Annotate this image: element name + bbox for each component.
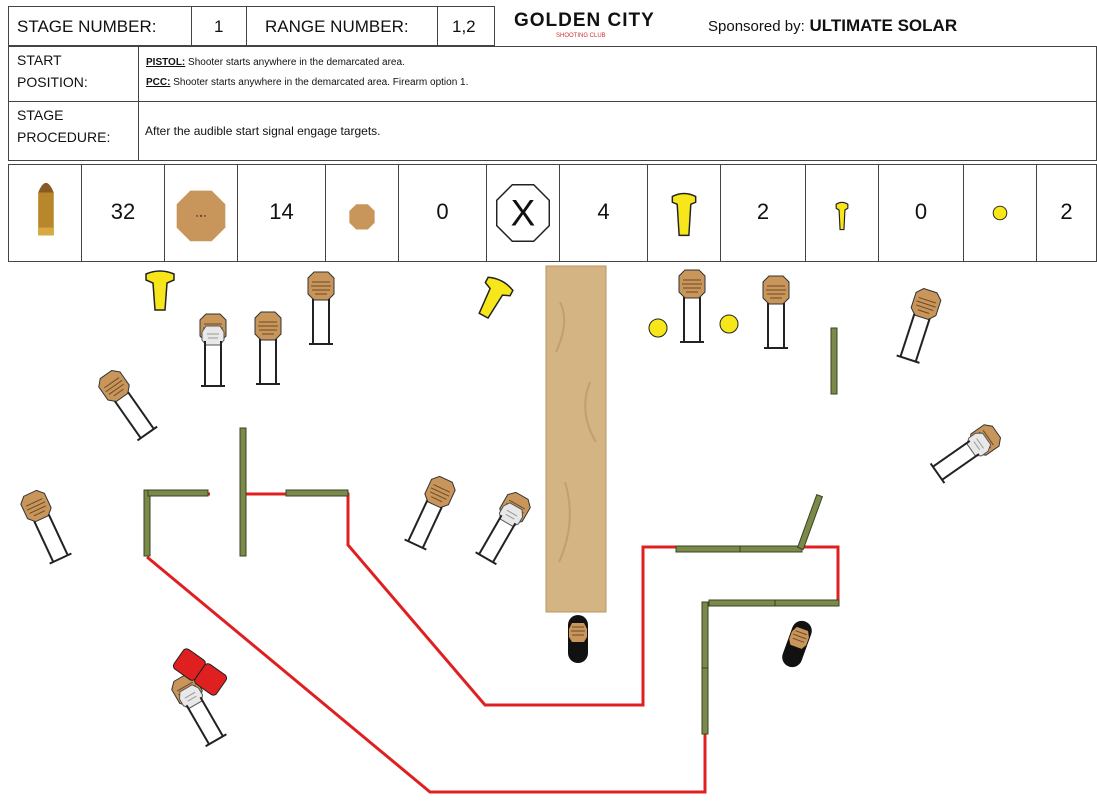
count-minipopper: 0 [914,199,928,224]
count-icon-ipsc [164,164,238,262]
start-position-label-cell: START POSITION: [8,46,139,102]
count-cell-noshoot: 4 [559,164,648,262]
paper-target [94,366,159,442]
logo-subtitle: SHOOTING CLUB [556,33,606,39]
count-noshoot: 4 [597,199,610,224]
count-cell-plate: 2 [1036,164,1097,262]
stage-procedure-label-2: PROCEDURE: [17,129,111,145]
count-icon-mini [325,164,399,262]
wall [796,494,824,550]
count-cell-mini: 0 [398,164,487,262]
port-target [778,617,816,671]
paper-target-with-no-shoot [929,420,1005,485]
paper-target [678,269,706,343]
count-icon-minipopper [805,164,879,262]
wall [701,667,709,735]
count-rounds: 32 [110,199,136,224]
count-icon-popper [647,164,721,262]
sponsor: Sponsored by: ULTIMATE SOLAR [708,16,957,36]
wall [143,489,151,557]
steel-plate [719,314,739,334]
sponsor-prefix: Sponsored by: [708,18,805,35]
port-target [567,614,589,664]
count-popper: 2 [756,199,770,224]
count-cell-minipopper: 0 [878,164,964,262]
pcc-line: PCC: Shooter starts anywhere in the dema… [139,73,1096,93]
sponsor-name: ULTIMATE SOLAR [809,16,958,35]
paper-target [894,285,944,365]
pistol-tag: PISTOL: [146,57,186,68]
stage-diagram [17,265,1005,794]
stage-procedure-text-cell: After the audible start signal engage ta… [138,101,1097,161]
stage-number: 1 [214,17,224,36]
start-position-label-1: START [17,52,62,68]
wall [830,327,838,395]
bullet-icon [38,182,54,236]
count-cell-rounds: 32 [81,164,165,262]
popper-icon [671,192,697,237]
paper-target-with-no-shoot [473,488,535,566]
wall [708,599,776,607]
paper-target [254,311,282,385]
stage-procedure-text: After the audible start signal engage ta… [145,124,381,138]
count-mini: 0 [436,199,449,224]
count-cell-ipsc: 14 [237,164,326,262]
wall [675,545,741,553]
barrel-stack [172,648,228,696]
count-ipsc: 14 [269,199,294,224]
stage-procedure-label-cell: STAGE PROCEDURE: [8,101,139,161]
stage-number-label: STAGE NUMBER: [17,17,157,36]
pcc-text: Shooter starts anywhere in the demarcate… [173,77,469,88]
count-plate: 2 [1060,199,1073,224]
paper-target [17,486,74,566]
pistol-text: Shooter starts anywhere in the demarcate… [188,57,405,68]
count-icon-plate [963,164,1037,262]
range-number-label: RANGE NUMBER: [265,17,409,36]
pcc-tag: PCC: [146,77,171,88]
fault-line-bottom [146,555,707,794]
sand-berm [545,265,607,613]
wall [147,489,209,497]
range-number-cell: 1,2 [437,6,495,46]
wall [239,427,247,557]
popper [470,273,516,323]
wall [285,489,349,497]
no-shoot-icon: X [496,184,550,242]
start-position-text-cell: PISTOL: Shooter starts anywhere in the d… [138,46,1097,102]
plate-icon [992,205,1008,221]
pistol-line: PISTOL: Shooter starts anywhere in the d… [139,53,1096,73]
fault-line-right [773,545,840,604]
wall [774,599,840,607]
range-number-label-cell: RANGE NUMBER: [246,6,438,46]
svg-text:X: X [511,193,536,234]
steel-plate [648,318,668,338]
paper-target-with-no-shoot [199,313,227,387]
ipsc-target-icon [176,190,226,242]
count-icon-bullet [8,164,82,262]
range-number: 1,2 [452,17,476,36]
popper [145,270,175,311]
wall [739,545,803,553]
logo: GOLDEN CITY SHOOTING CLUB [508,8,678,44]
paper-target [762,275,790,349]
count-cell-popper: 2 [720,164,806,262]
stage-procedure-label-1: STAGE [17,107,64,123]
stage-number-label-cell: STAGE NUMBER: [8,6,192,46]
paper-target [307,271,335,345]
logo-title: GOLDEN CITY [514,10,655,31]
wall [701,601,709,669]
count-icon-noshoot: X [486,164,560,262]
paper-target [402,472,459,552]
stage-number-cell: 1 [191,6,247,46]
mini-popper-icon [835,201,849,231]
start-position-label-2: POSITION: [17,74,88,90]
mini-target-icon [349,204,375,230]
